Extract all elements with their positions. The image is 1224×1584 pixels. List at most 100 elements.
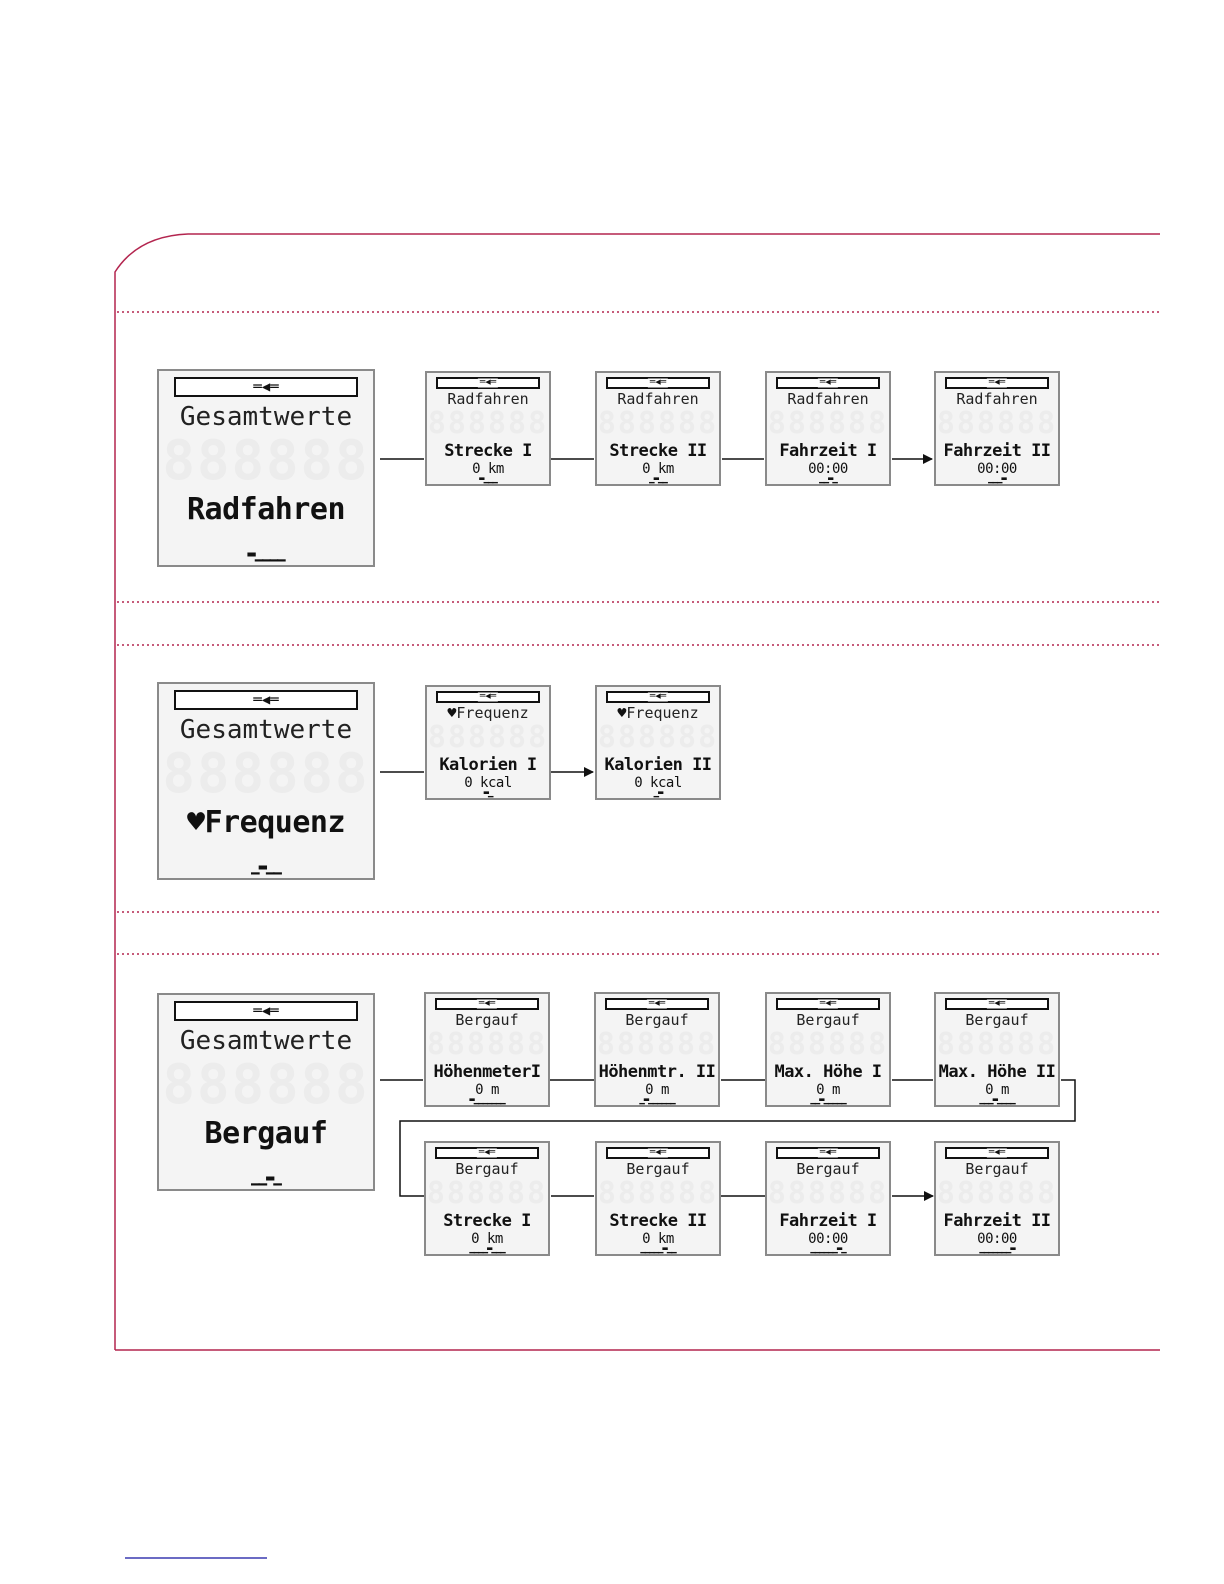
screen-header-label: Bergauf [965, 1011, 1029, 1029]
plug-icon: ═◀═ [646, 998, 668, 1009]
screen-header: Bergauf [767, 1013, 889, 1028]
page-indicator: ▁▬ [653, 788, 664, 798]
heart-icon: ♥ [617, 704, 627, 722]
lcd-ghost-segments: 888888 [767, 1176, 889, 1212]
screen-title-label: Fahrzeit I [779, 1211, 877, 1231]
battery-bar: ═◀═ [435, 691, 541, 703]
plug-icon: ═◀═ [476, 998, 498, 1009]
battery-bar: ═◀═ [944, 998, 1050, 1010]
battery-bar: ═◀═ [173, 1001, 359, 1021]
page-indicator: ▁▁▬▁▁▁▁▁ [810, 1095, 846, 1105]
screen-title: Bergauf [159, 1119, 373, 1149]
screen-header: Gesamtwerte [159, 404, 373, 430]
screen-header: Bergauf [936, 1162, 1058, 1177]
battery-bar: ═◀═ [605, 1147, 711, 1159]
screen-header-label: Radfahren [447, 390, 529, 408]
screen-title: Höhenmtr. II [596, 1064, 718, 1081]
main-display: 888888═◀═Gesamtwerte♥Frequenz▁▬▁▁ [157, 682, 375, 880]
plug-icon: ═◀═ [476, 1147, 498, 1158]
battery-bar: ═◀═ [775, 1147, 881, 1159]
screen-value: 0 km [642, 1231, 674, 1247]
section-border [114, 233, 1160, 1350]
screen-value: 0 kcal [634, 775, 682, 791]
screen-header: Bergauf [426, 1013, 548, 1028]
screen-title-label: Frequenz [204, 805, 346, 840]
page-indicator: ▁▁▁▁▁▁▁▬ [979, 1244, 1015, 1254]
screen-value: 0 m [816, 1082, 840, 1098]
lcd-ghost-segments: 888888 [426, 1027, 548, 1063]
screen-header-label: Radfahren [787, 390, 869, 408]
plug-icon: ═◀═ [251, 1003, 281, 1019]
plug-icon: ═◀═ [477, 377, 499, 388]
screen-title: Strecke II [597, 443, 719, 460]
screen-header-label: Bergauf [965, 1160, 1029, 1178]
screen-title: Kalorien I [427, 757, 549, 774]
page-indicator: ▁▬▁▁▁▁▁▁ [639, 1095, 675, 1105]
plug-icon: ═◀═ [477, 691, 499, 702]
screen-title: Fahrzeit I [767, 443, 889, 460]
screen-header-label: Bergauf [455, 1160, 519, 1178]
battery-bar: ═◀═ [604, 998, 710, 1010]
plug-icon: ═◀═ [817, 1147, 839, 1158]
screen-title: Strecke I [426, 1213, 548, 1230]
screen-value: 0 kcal [464, 775, 512, 791]
screen-title: Strecke I [427, 443, 549, 460]
screen-header: Gesamtwerte [159, 1028, 373, 1054]
screen-value: 0 km [471, 1231, 503, 1247]
screen-header-label: Gesamtwerte [179, 1026, 353, 1056]
screen-header: Bergauf [597, 1162, 719, 1177]
screen-title: Fahrzeit II [936, 1213, 1058, 1230]
screen-header: Radfahren [427, 392, 549, 407]
lcd-ghost-segments: 888888 [767, 1027, 889, 1063]
screen-header-label: Gesamtwerte [179, 402, 353, 432]
screen-title-label: Strecke I [444, 441, 532, 461]
screen-value: 00:00 [977, 1231, 1017, 1247]
plug-icon: ═◀═ [817, 998, 839, 1009]
lcd-ghost-segments: 888888 [597, 720, 719, 756]
screen-title-label: Max. Höhe II [938, 1062, 1056, 1082]
screen-title-label: Max. Höhe I [774, 1062, 882, 1082]
page-indicator: ▁▁▁▁▁▁▬▁ [810, 1244, 846, 1254]
connector-wrap [399, 1079, 1076, 1197]
lcd-ghost-segments: 888888 [597, 406, 719, 442]
plug-icon: ═◀═ [647, 691, 669, 702]
screen-title: HöhenmeterI [426, 1064, 548, 1081]
battery-bar: ═◀═ [434, 1147, 540, 1159]
battery-bar: ═◀═ [775, 377, 881, 389]
page-indicator: ▬▁▁▁ [479, 474, 498, 484]
screen-value: 00:00 [808, 461, 848, 477]
lcd-ghost-segments: 888888 [162, 742, 370, 806]
lcd-ghost-segments: 888888 [936, 1176, 1058, 1212]
page-indicator: ▁▬▁▁ [649, 474, 668, 484]
screen-title: Max. Höhe II [936, 1064, 1058, 1081]
lcd-ghost-segments: 888888 [162, 1053, 370, 1117]
screen-title-label: Kalorien II [604, 755, 712, 775]
screen-title-label: Fahrzeit II [943, 1211, 1051, 1231]
battery-bar: ═◀═ [435, 377, 541, 389]
screen-title-label: Strecke I [443, 1211, 531, 1231]
lcd-ghost-segments: 888888 [426, 1176, 548, 1212]
lcd-ghost-segments: 888888 [936, 1027, 1058, 1063]
plug-icon: ═◀═ [986, 377, 1008, 388]
screen-value: 0 km [642, 461, 674, 477]
screen-header: Radfahren [597, 392, 719, 407]
screen-header: Bergauf [426, 1162, 548, 1177]
screen-title-label: Radfahren [186, 492, 346, 527]
lcd-ghost-segments: 888888 [162, 429, 370, 493]
battery-bar: ═◀═ [434, 998, 540, 1010]
plug-icon: ═◀═ [986, 1147, 1008, 1158]
battery-bar: ═◀═ [605, 691, 711, 703]
screen-header-label: Bergauf [796, 1011, 860, 1029]
screen-value: 0 m [475, 1082, 499, 1098]
